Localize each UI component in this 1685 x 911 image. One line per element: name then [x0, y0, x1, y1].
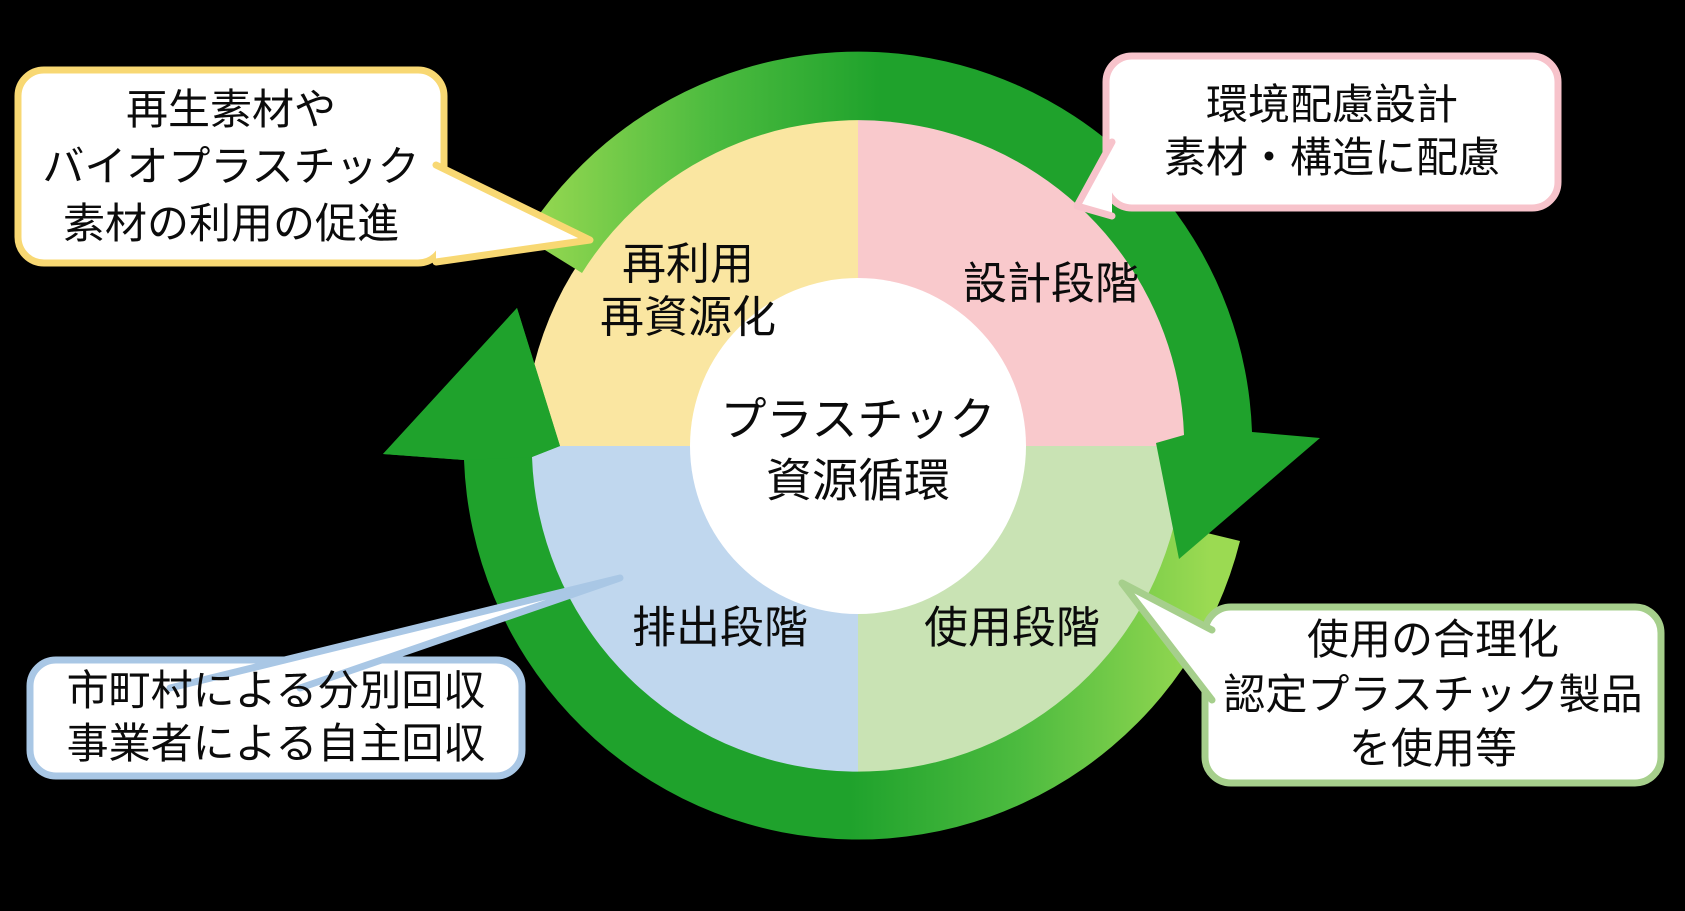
use-callout-text: 使用の合理化 認定プラスチック製品 を使用等 [1223, 616, 1643, 773]
quadrant-label-discharge: 排出段階 [632, 603, 808, 653]
quadrant-label-design: 設計段階 [963, 259, 1139, 309]
diagram-center-title: プラスチック 資源循環 [720, 393, 996, 506]
center-circle [690, 278, 1026, 614]
design-callout-box [1102, 52, 1562, 212]
quadrant-label-use: 使用段階 [924, 603, 1100, 653]
cycle-arrow-bottom [383, 308, 1240, 840]
use-callout-tail [1118, 579, 1216, 704]
discharge-callout-text: 市町村による分別回収 事業者による自主回収 [66, 667, 486, 767]
discharge-callout-tail [166, 574, 624, 692]
reuse-callout-text: 再生素材や バイオプラスチック 素材の利用の促進 [42, 85, 420, 248]
left-arrowhead [383, 308, 560, 460]
reuse-callout-tail [432, 161, 594, 266]
quadrant-label-reuse: 再利用 再資源化 [600, 240, 776, 342]
design-callout-tail [1073, 138, 1116, 220]
design-callout-text: 環境配慮設計 素材・構造に配慮 [1163, 81, 1500, 181]
